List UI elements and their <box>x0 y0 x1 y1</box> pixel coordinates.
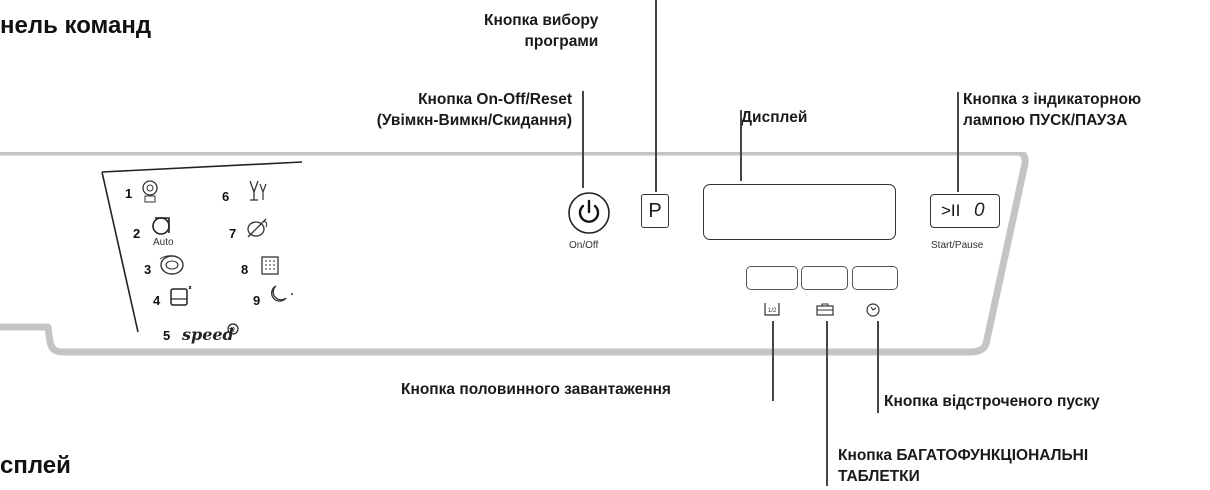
program-5-icon: R <box>227 323 239 335</box>
half-load-icon: 1/2 <box>764 303 780 316</box>
svg-text:1/2: 1/2 <box>768 308 777 314</box>
program-button[interactable]: P <box>641 194 669 228</box>
start-pause-leader <box>957 92 959 192</box>
onoff-label: On/Off <box>569 240 599 251</box>
program-number-4: 4 <box>153 293 161 308</box>
callout-line: Кнопка з індикаторною <box>963 91 1142 108</box>
program-4-icon <box>170 285 192 306</box>
program-button-callout: Кнопка вибору програми <box>484 10 598 52</box>
program-number-1: 1 <box>125 186 133 201</box>
onoff-button[interactable] <box>566 190 612 236</box>
program-1-icon <box>142 180 158 203</box>
delay-start-button[interactable] <box>852 266 898 290</box>
delay-start-leader <box>877 321 879 413</box>
program-area-divider <box>101 171 139 333</box>
delay-start-icon <box>866 303 880 317</box>
callout-line: Кнопка БАГАТОФУНКЦІОНАЛЬНІ <box>838 447 1089 464</box>
program-button-leader <box>655 0 657 192</box>
start-pause-indicator: 0 <box>974 200 985 221</box>
auto-label: Auto <box>153 237 174 248</box>
program-7-icon <box>247 218 268 238</box>
program-3-icon <box>159 255 184 275</box>
start-pause-symbol: >II <box>941 201 961 220</box>
display-leader <box>740 110 742 181</box>
program-number-9: 9 <box>253 293 261 308</box>
start-pause-label: Start/Pause <box>931 240 984 251</box>
program-6-icon <box>249 180 267 201</box>
program-number-8: 8 <box>241 262 249 277</box>
onoff-button-leader <box>582 91 584 188</box>
half-load-callout: Кнопка половинного завантаження <box>401 381 671 398</box>
callout-line: ТАБЛЕТКИ <box>838 468 920 485</box>
multi-tablet-leader <box>826 321 828 486</box>
program-number-7: 7 <box>229 226 237 241</box>
delay-start-callout: Кнопка відстроченого пуску <box>884 393 1100 410</box>
program-area-topline <box>101 161 303 173</box>
callout-line: програми <box>524 33 599 50</box>
speed-label: speed <box>182 325 234 344</box>
program-number-6: 6 <box>222 189 230 204</box>
start-pause-button[interactable]: >II 0 <box>930 194 1000 228</box>
control-panel-heading: нель команд <box>0 12 152 39</box>
onoff-button-callout: Кнопка On-Off/Reset (Увімкн-Вимкн/Скидан… <box>366 89 572 131</box>
program-number-5: 5 <box>163 328 171 343</box>
callout-line: (Увімкн-Вимкн/Скидання) <box>376 112 572 129</box>
callout-line: Кнопка вибору <box>484 12 599 29</box>
program-2-icon <box>152 217 170 235</box>
callout-line: лампою ПУСК/ПАУЗА <box>963 112 1128 129</box>
display-callout: Дисплей <box>741 109 808 126</box>
multi-tablet-callout: Кнопка БАГАТОФУНКЦІОНАЛЬНІ ТАБЛЕТКИ <box>838 445 1088 487</box>
program-9-icon <box>271 285 293 302</box>
power-icon <box>578 199 600 223</box>
display-heading: сплей <box>0 452 71 479</box>
start-pause-callout: Кнопка з індикаторною лампою ПУСК/ПАУЗА <box>963 89 1141 131</box>
callout-line: Кнопка On-Off/Reset <box>418 91 572 108</box>
program-number-3: 3 <box>144 262 152 277</box>
multi-tablet-button[interactable] <box>801 266 848 290</box>
multi-tablet-icon <box>816 303 834 316</box>
svg-text:R: R <box>230 327 235 334</box>
program-8-icon <box>261 256 279 275</box>
half-load-leader <box>772 321 774 401</box>
display-screen <box>703 184 896 240</box>
program-number-2: 2 <box>133 226 141 241</box>
half-load-button[interactable] <box>746 266 798 290</box>
